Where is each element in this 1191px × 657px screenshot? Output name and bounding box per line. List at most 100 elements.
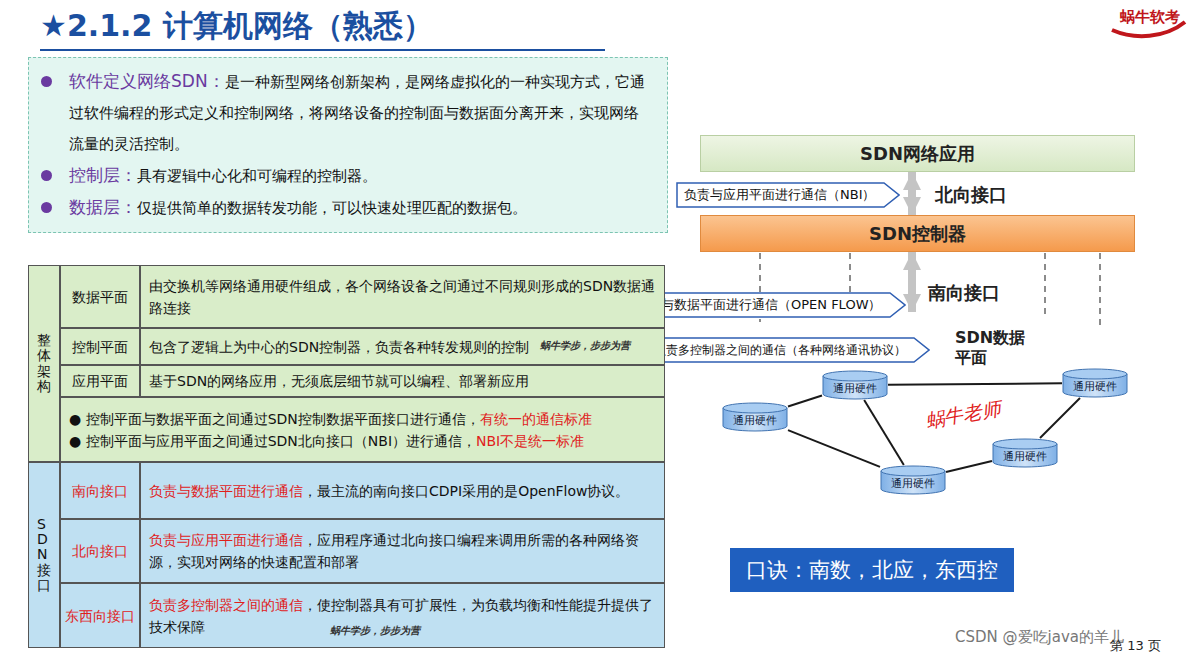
callout-shape (677, 183, 899, 207)
plane-label: SDN数据平面 (955, 328, 1033, 368)
cell-line: SDN接口 (37, 517, 51, 594)
label-text: 蜗牛学步，步步为营 (330, 624, 420, 638)
cell-content: 控制平面 (72, 336, 128, 358)
cell-content: SDN接口 (37, 517, 51, 594)
bullet-lead: 软件定义网络SDN： (69, 71, 225, 91)
hardware-cylinder: 通用硬件 (880, 465, 946, 495)
table-cell: 数据平面 (60, 265, 140, 328)
cell-line: 数据平面 (72, 286, 128, 308)
hardware-cylinder: 通用硬件 (722, 402, 788, 432)
cell-line: ● 控制平面与应用平面之间通过SDN北向接口（NBI）进行通信，NBI不是统一标… (69, 430, 592, 452)
cell-line: 整体架构 (37, 333, 51, 395)
label-text: 南向接口 (72, 483, 128, 499)
hardware-label: 通用硬件 (1003, 449, 1047, 464)
app-band-text: SDN网络应用 (860, 142, 975, 166)
table-cell: 控制平面 (60, 328, 140, 365)
label-text: NBI不是统一标准 (476, 433, 584, 449)
controller-band: SDN控制器 (700, 215, 1135, 252)
callout-arrow: 负责与应用平面进行通信（NBI） (676, 182, 900, 208)
label-text: 包含了逻辑上为中心的SDN控制器，负责各种转发规则的控制 (149, 339, 529, 355)
cell-content: 北向接口 (72, 540, 128, 562)
link-line (788, 430, 880, 467)
mnemonic-box: 口诀：南数，北应，东西控 (730, 548, 1014, 592)
bullet-body: 具有逻辑中心化和可编程的控制器。 (137, 167, 377, 185)
label-text: ● 控制平面与应用平面之间通过SDN北向接口（NBI）进行通信， (69, 433, 476, 449)
hardware-label: 通用硬件 (833, 381, 877, 396)
callout-arrow: 负责与数据平面进行通信（OPEN FLOW） (627, 292, 906, 318)
table-cell: 南向接口 (60, 462, 140, 519)
cell-line: 南向接口 (72, 480, 128, 502)
cell-line: 负责与应用平面进行通信，应用程序通过北向接口编程来调用所需的各种网络资源，实现对… (149, 529, 656, 573)
bullet-paragraph: 软件定义网络SDN：是一种新型网络创新架构，是网络虚拟化的一种实现方式，它通过软… (69, 66, 653, 160)
callout-arrow-text: 负责与应用平面进行通信（NBI） (684, 187, 875, 202)
controller-band-text: SDN控制器 (869, 222, 966, 246)
label-text: 控制平面 (72, 339, 128, 355)
cell-content: 负责与数据平面进行通信，最主流的南向接口CDPI采用的是OpenFlow协议。 (149, 480, 629, 502)
cell-line: 负责与数据平面进行通信，最主流的南向接口CDPI采用的是OpenFlow协议。 (149, 480, 629, 502)
cell-content: 基于SDN的网络应用，无须底层细节就可以编程、部署新应用 (149, 370, 529, 392)
table-cell: ● 控制平面与数据平面之间通过SDN控制数据平面接口进行通信，有统一的通信标准●… (60, 397, 665, 462)
cell-line: 东西向接口 (65, 605, 135, 627)
cell-content: 由交换机等网络通用硬件组成，各个网络设备之间通过不同规则形成的SDN数据通路连接 (149, 275, 656, 319)
hardware-cylinder: 通用硬件 (1062, 368, 1128, 398)
label-text: 整体架构 (37, 333, 51, 395)
interface-arrow (908, 172, 916, 215)
table-cell: 负责与数据平面进行通信，最主流的南向接口CDPI采用的是OpenFlow协议。 (140, 462, 665, 519)
cell-content: 数据平面 (72, 286, 128, 308)
slide-title: ★2.1.2 计算机网络（熟悉） (40, 6, 433, 47)
cylinder-top (993, 439, 1057, 449)
cell-content: 负责与应用平面进行通信，应用程序通过北向接口编程来调用所需的各种网络资源，实现对… (149, 529, 656, 573)
bullet-paragraph: 控制层：具有逻辑中心化和可编程的控制器。 (69, 160, 653, 192)
link-line (946, 461, 992, 472)
label-text: 有统一的通信标准 (480, 411, 592, 427)
label-text: 蜗牛学步，步步为营 (540, 339, 630, 353)
dashed-links (760, 253, 1100, 330)
hardware-label: 通用硬件 (891, 476, 935, 491)
hardware-cylinder: 通用硬件 (822, 370, 888, 400)
table-cell: 由交换机等网络通用硬件组成，各个网络设备之间通过不同规则形成的SDN数据通路连接 (140, 265, 665, 328)
interface-arrow (908, 252, 916, 312)
cell-content: 东西向接口 (65, 605, 135, 627)
label-text: 北向接口 (72, 543, 128, 559)
cylinder-top (823, 371, 887, 381)
bullet-lead: 数据层： (69, 197, 137, 217)
cell-line: 北向接口 (72, 540, 128, 562)
hardware-label: 通用硬件 (733, 413, 777, 428)
cell-content: 应用平面 (72, 370, 128, 392)
hardware-label: 通用硬件 (1073, 379, 1117, 394)
label-text: 南向接口 (928, 281, 1000, 305)
callout-arrow: 负责多控制器之间的通信（各种网络通讯协议） (646, 337, 930, 363)
hardware-cylinder: 通用硬件 (992, 438, 1058, 468)
link-line (1040, 398, 1080, 438)
cell-line: 控制平面 (72, 336, 128, 358)
label-text: 基于SDN的网络应用，无须底层细节就可以编程、部署新应用 (149, 373, 529, 389)
cell-content: 整体架构 (37, 333, 51, 395)
label-text: ，最主流的南向接口CDPI采用的是OpenFlow协议。 (303, 483, 629, 499)
bullet-lead: 控制层： (69, 165, 137, 185)
label-text: 北向接口 (935, 183, 1007, 207)
label-text: CSDN @爱吃java的羊儿 (955, 628, 1124, 647)
table-cell: 基于SDN的网络应用，无须底层细节就可以编程、部署新应用 (140, 365, 665, 397)
callout-arrow-text: 负责与数据平面进行通信（OPEN FLOW） (635, 297, 882, 312)
label-text: 蜗牛老师 (923, 396, 1002, 435)
label-text: 第 13 页 (1110, 637, 1161, 655)
cell-line: 基于SDN的网络应用，无须底层细节就可以编程、部署新应用 (149, 370, 529, 392)
label-text: 负责多控制器之间的通信 (149, 597, 303, 613)
cell-content: ● 控制平面与数据平面之间通过SDN控制数据平面接口进行通信，有统一的通信标准●… (69, 408, 592, 452)
callout-shape (647, 338, 929, 362)
table-cell: 应用平面 (60, 365, 140, 397)
label-text: SDN接口 (37, 517, 51, 594)
label-text: 蜗牛软考 (1120, 8, 1180, 27)
bullet-paragraph: 数据层：仅提供简单的数据转发功能，可以快速处理匹配的数据包。 (69, 192, 653, 224)
link-line (788, 396, 822, 407)
label-text: 数据平面 (72, 289, 128, 305)
cell-line: 由交换机等网络通用硬件组成，各个网络设备之间通过不同规则形成的SDN数据通路连接 (149, 275, 656, 319)
table-cell: 东西向接口 (60, 583, 140, 648)
callout-shape (628, 293, 905, 317)
intro-box: 软件定义网络SDN：是一种新型网络创新架构，是网络虚拟化的一种实现方式，它通过软… (28, 57, 668, 233)
cylinder-top (1063, 369, 1127, 379)
label-text: 负责与应用平面进行通信 (149, 532, 303, 548)
cloud-shape (702, 297, 1149, 508)
bullet-body: 仅提供简单的数据转发功能，可以快速处理匹配的数据包。 (137, 199, 527, 217)
label-text: ● 控制平面与数据平面之间通过SDN控制数据平面接口进行通信， (69, 411, 480, 427)
